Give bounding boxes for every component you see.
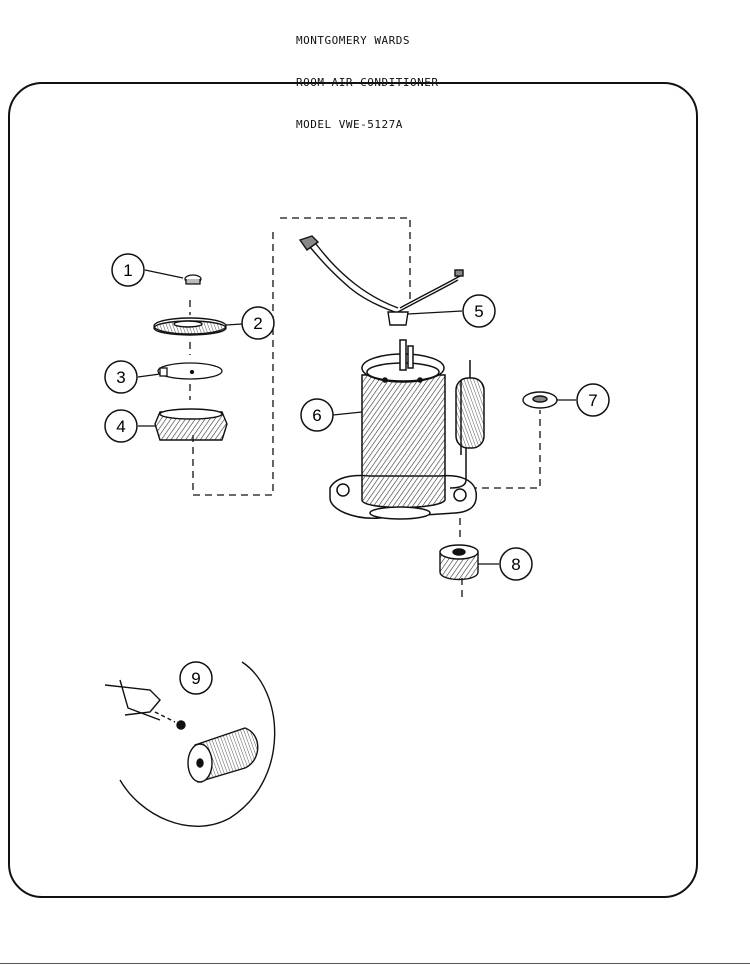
callout-1-label: 1 [123, 261, 132, 280]
brand-line: MONTGOMERY WARDS [296, 34, 410, 47]
callout-7: 7 [557, 383, 610, 417]
callout-4: 4 [104, 409, 155, 443]
callout-9: 9 [179, 661, 213, 695]
callout-6: 6 [300, 398, 363, 432]
callout-8: 8 [478, 547, 533, 581]
callout-4-label: 4 [116, 417, 125, 436]
part-band [154, 408, 228, 441]
assembly-guide-lines [189, 217, 541, 600]
diagram-frame [8, 82, 698, 898]
callout-5: 5 [407, 294, 496, 328]
callout-7-label: 7 [588, 391, 597, 410]
part-capacitor-detail [104, 661, 276, 827]
callout-9-label: 9 [191, 669, 200, 688]
callout-2: 2 [225, 306, 275, 340]
part-gasket [157, 362, 223, 380]
callout-3: 3 [104, 360, 161, 394]
callout-1: 1 [111, 253, 184, 287]
callout-6-label: 6 [312, 406, 321, 425]
callout-8-label: 8 [511, 555, 520, 574]
part-mounting-cushion [439, 544, 479, 581]
page-bottom-rule [0, 963, 750, 964]
part-grommet [522, 391, 558, 409]
callout-5-label: 5 [474, 302, 483, 321]
part-compressor [329, 339, 485, 520]
part-nut [184, 274, 202, 285]
callout-2-label: 2 [253, 314, 262, 333]
callout-3-label: 3 [116, 368, 125, 387]
part-terminal-cover [153, 317, 227, 336]
model-line: MODEL VWE-5127A [296, 118, 403, 131]
part-overload-protector [298, 235, 464, 326]
